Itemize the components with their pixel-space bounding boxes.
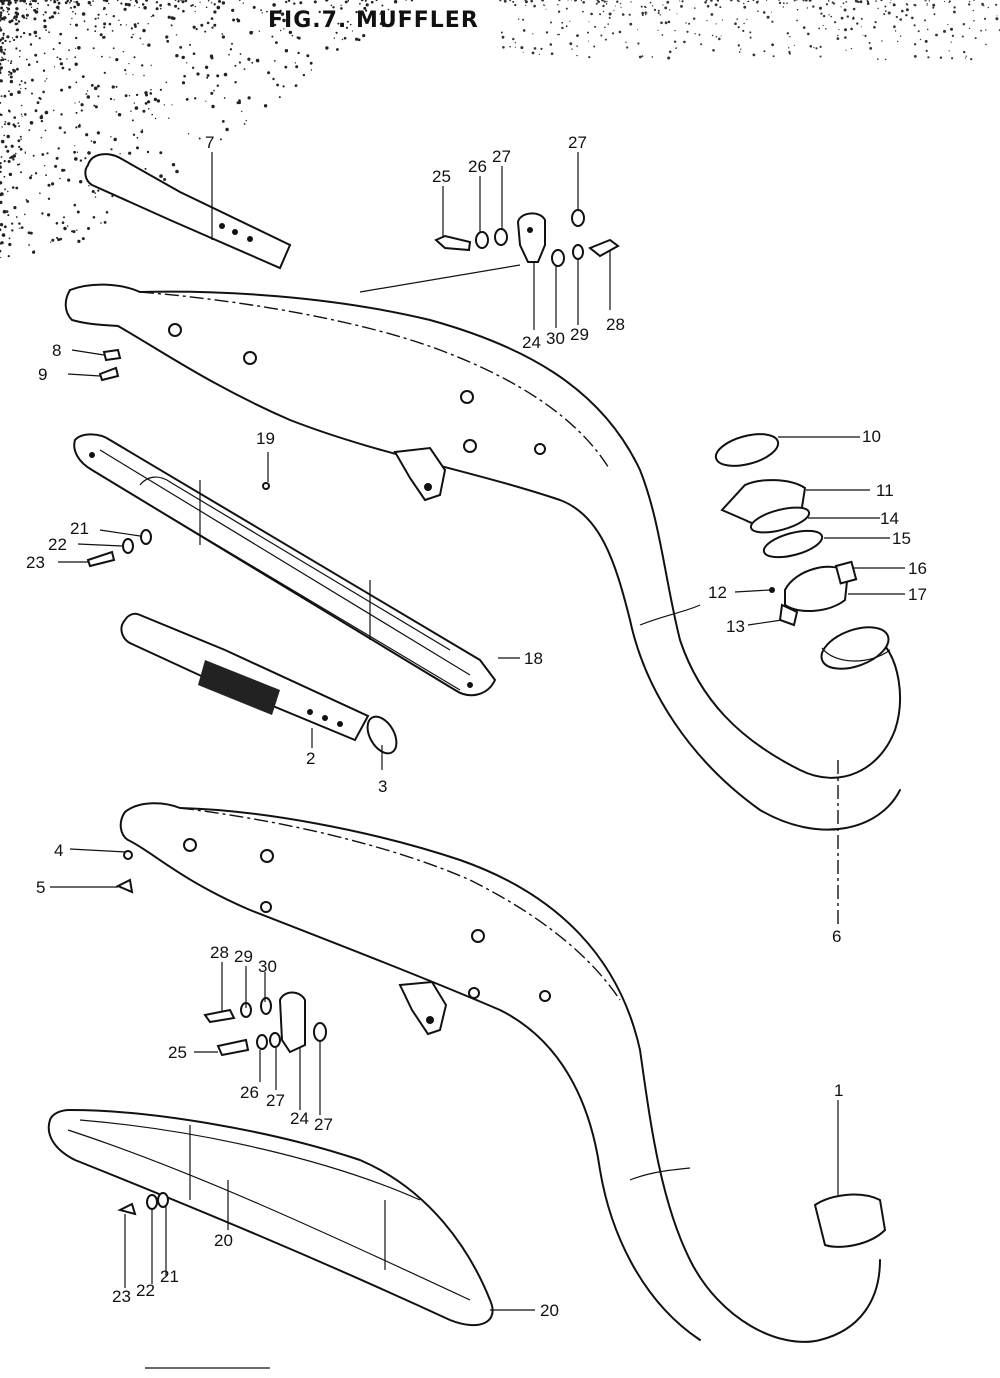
callout-29: 29	[234, 947, 253, 966]
scan-noise	[0, 0, 1000, 259]
callout-20: 20	[214, 1231, 233, 1250]
callout-29: 29	[570, 325, 589, 344]
callout-7: 7	[205, 133, 214, 152]
lower-muffler-body	[119, 802, 887, 1343]
upper-muffler-body	[64, 283, 901, 831]
callout-22: 22	[48, 535, 67, 554]
callout-22: 22	[136, 1281, 155, 1300]
callout-25: 25	[168, 1043, 187, 1062]
figure-title: FIG.7. MUFFLER	[268, 8, 479, 33]
callout-28: 28	[606, 315, 625, 334]
mount-hardware-lower	[117, 991, 327, 1216]
callout-9: 9	[38, 365, 47, 384]
callout-5: 5	[36, 878, 45, 897]
callout-19: 18	[524, 649, 543, 668]
callout-11: 11	[876, 481, 894, 500]
bolt-9	[98, 366, 120, 382]
callout-27: 27	[492, 147, 511, 166]
bolt-8	[102, 348, 122, 362]
callout-28: 28	[210, 943, 229, 962]
callout-1: 1	[834, 1081, 843, 1100]
callout-6: 6	[832, 927, 841, 946]
callout-27: 27	[314, 1115, 333, 1134]
callout-23: 23	[26, 553, 45, 572]
callout-21: 21	[160, 1267, 179, 1286]
inner-pipe-2	[120, 612, 370, 742]
callout-4: 4	[54, 841, 63, 860]
callout-21: 21	[70, 519, 89, 538]
callout-12: 12	[708, 583, 727, 602]
mount-hardware-guard-upper	[86, 482, 270, 894]
callout-30: 30	[258, 957, 277, 976]
mount-hardware-upper	[434, 209, 620, 267]
clamp-assembly	[714, 433, 858, 627]
inner-pipe-7	[84, 153, 292, 270]
callout-16: 16	[908, 559, 927, 578]
callout-20: 19	[256, 429, 275, 448]
callout-30: 30	[546, 329, 565, 348]
callout-10: 10	[862, 427, 881, 446]
callout-27: 27	[568, 133, 587, 152]
heat-guard-19	[73, 433, 496, 697]
callout-25: 25	[432, 167, 451, 186]
callout-labels: 7 25 26 27 27 24 30 29 28 8 9 19 21 22 2…	[26, 133, 927, 1320]
heat-guard-18	[47, 1109, 494, 1327]
ring-3	[366, 715, 398, 755]
callout-18: 20	[540, 1301, 559, 1320]
leader-lines	[50, 152, 905, 1311]
callout-24: 24	[522, 333, 541, 352]
callout-14: 14	[880, 509, 899, 528]
callout-2: 2	[306, 749, 315, 768]
callout-15: 15	[892, 529, 911, 548]
callout-27: 27	[266, 1091, 285, 1110]
callout-26: 26	[240, 1083, 259, 1102]
callout-26: 26	[468, 157, 487, 176]
callout-3: 3	[378, 777, 387, 796]
callout-13: 13	[726, 617, 745, 636]
callout-24: 24	[290, 1109, 309, 1128]
callout-8: 8	[52, 341, 61, 360]
callout-23: 23	[112, 1287, 131, 1306]
callout-17: 17	[908, 585, 927, 604]
